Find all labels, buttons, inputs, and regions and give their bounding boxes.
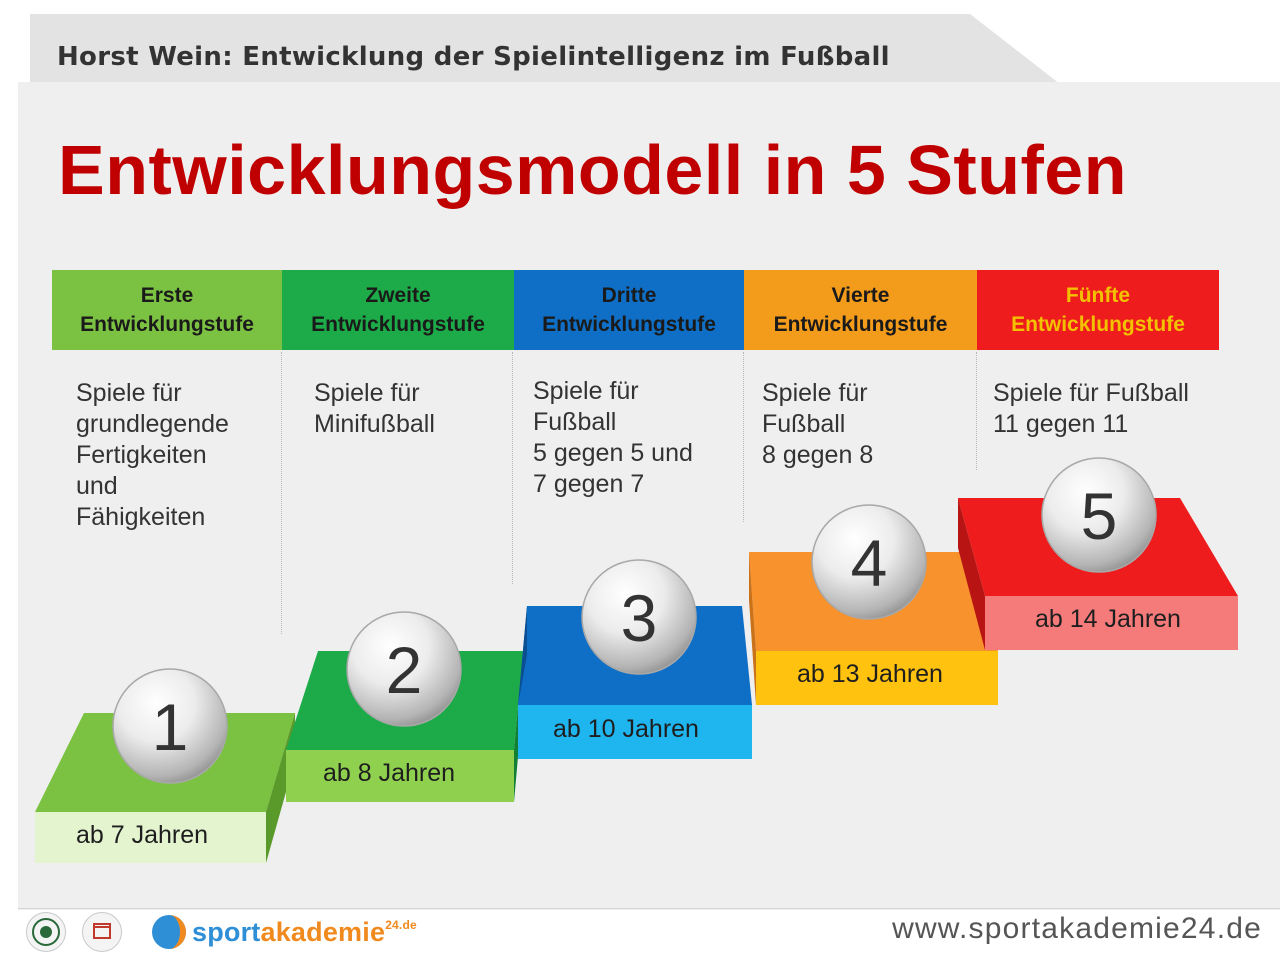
stage-5-number: 5	[1081, 479, 1118, 553]
step-3-side	[518, 606, 527, 705]
stage-5-header-line2: Entwicklungstufe	[1011, 313, 1185, 336]
stage-2-age: ab 8 Jahren	[323, 759, 456, 787]
step-5-side	[958, 498, 985, 650]
stage-4-age: ab 13 Jahren	[797, 660, 943, 688]
stage-1-description: Spiele für grundlegende Fertigkeiten und…	[76, 379, 229, 531]
column-divider	[281, 352, 282, 634]
association-logo	[82, 912, 122, 952]
header-tab	[30, 14, 1060, 84]
stage-3-age: ab 10 Jahren	[553, 715, 699, 743]
step-1-front	[35, 812, 266, 863]
stage-4-description: Spiele für Fußball 8 gegen 8	[762, 379, 874, 469]
footer-divider	[18, 908, 1280, 909]
stage-4-header-line2: Entwicklungstufe	[773, 313, 948, 336]
stage-4-header-line1: Vierte	[831, 284, 890, 307]
stage-3-header-line1: Dritte	[601, 284, 657, 307]
club-crest-logo	[26, 912, 66, 952]
stage-1-header-line2: Entwicklungstufe	[80, 313, 254, 336]
logo-text-akademie: akademie	[260, 916, 386, 947]
stage-2-description: Spiele für Minifußball	[314, 379, 435, 438]
stage-1-age: ab 7 Jahren	[76, 821, 209, 849]
step-4-side	[749, 552, 756, 705]
step-4-front	[756, 651, 998, 705]
stage-3-description: Spiele für Fußball 5 gegen 5 und 7 gegen…	[533, 377, 693, 498]
step-3-front	[518, 705, 752, 759]
stage-1-header-line1: Erste	[140, 284, 194, 307]
ball-logo-icon	[150, 913, 188, 951]
column-divider	[512, 352, 513, 584]
header-title: Horst Wein: Entwicklung der Spielintelli…	[57, 42, 890, 72]
stage-2-header-line1: Zweite	[365, 284, 431, 307]
stage-4-number: 4	[851, 526, 888, 600]
stage-5-header: Fünfte Entwicklungstufe	[977, 270, 1219, 350]
logo-text-suffix: 24.de	[385, 917, 417, 932]
stage-1-number: 1	[152, 690, 189, 764]
stage-2-number: 2	[386, 633, 423, 707]
stage-3-header-line2: Entwicklungstufe	[542, 313, 716, 336]
stage-2-header-line2: Entwicklungstufe	[311, 313, 485, 336]
stage-2-number-ball: 2	[346, 611, 462, 727]
step-5-front	[985, 596, 1238, 650]
main-title: Entwicklungsmodell in 5 Stufen	[58, 131, 1127, 209]
column-divider	[976, 352, 977, 470]
stage-2-header: Zweite Entwicklungstufe	[282, 270, 514, 350]
column-divider	[743, 352, 744, 522]
stage-1-header: Erste Entwicklungstufe	[52, 270, 282, 350]
stage-5-description: Spiele für Fußball 11 gegen 11	[993, 379, 1189, 438]
stage-3-number: 3	[621, 581, 658, 655]
stage-4-number-ball: 4	[811, 504, 927, 620]
stage-1-number-ball: 1	[112, 668, 228, 784]
step-2-front	[286, 750, 514, 802]
stage-3-header: Dritte Entwicklungstufe	[514, 270, 744, 350]
stage-4-header: Vierte Entwicklungstufe	[744, 270, 977, 350]
stage-5-number-ball: 5	[1041, 457, 1157, 573]
stage-3-number-ball: 3	[581, 559, 697, 675]
stage-5-header-line1: Fünfte	[1065, 284, 1131, 307]
logo-text-sport: sport	[192, 916, 261, 947]
sportakademie-logo[interactable]: sportakademie24.de	[150, 912, 417, 952]
stage-5-age: ab 14 Jahren	[1035, 605, 1181, 633]
footer-url-link[interactable]: www.sportakademie24.de	[892, 912, 1262, 945]
